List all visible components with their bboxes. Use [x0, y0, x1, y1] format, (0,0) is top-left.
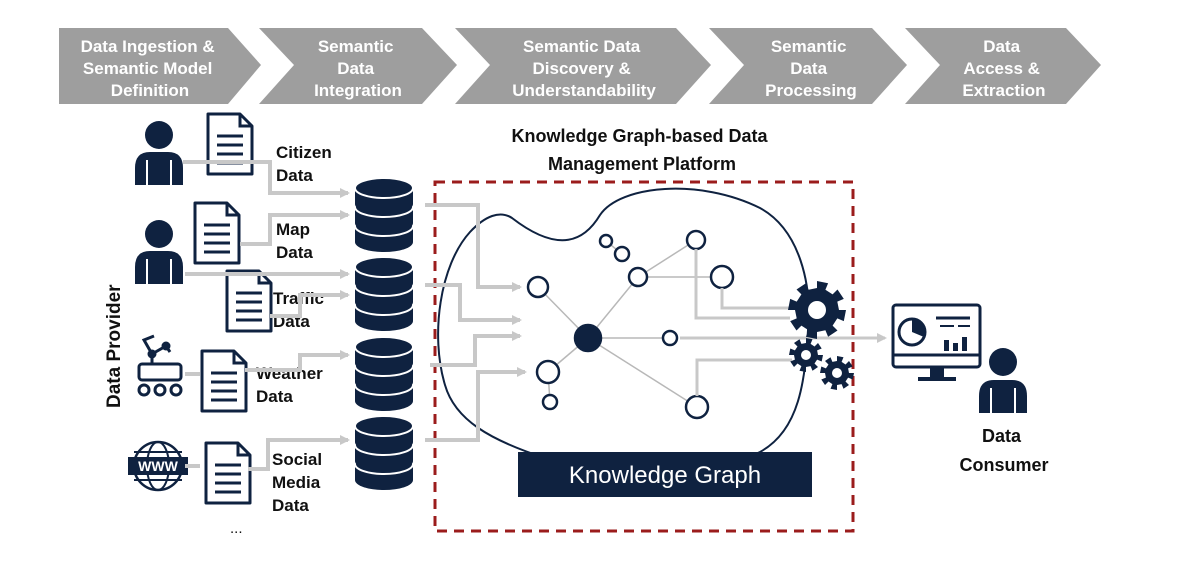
- knowledge-graph-banner: [518, 452, 812, 497]
- knowledge-graph-label: Knowledge Graph: [569, 462, 761, 489]
- stage-chevron-processing: [709, 28, 907, 104]
- source-to-db-arrows: [183, 160, 350, 471]
- knowledge-graph-cloud: [437, 187, 810, 475]
- graph-node: [709, 264, 735, 290]
- graph-node: [661, 329, 679, 347]
- stage-processing-label: Semantic Data Processing: [765, 37, 857, 100]
- gear-icon: [788, 281, 846, 339]
- svg-text:WWW: WWW: [138, 458, 178, 474]
- stage-integration-label: Semantic Data Integration: [314, 37, 402, 100]
- database-icon: [354, 415, 414, 490]
- person-icon: [135, 121, 183, 185]
- db-to-graph-arrows: [425, 203, 527, 442]
- data-provider-label: Data Provider: [104, 284, 125, 408]
- database-icon: [354, 336, 414, 411]
- platform-boundary: [433, 180, 855, 533]
- stage-chevron-access: [905, 28, 1101, 104]
- graph-node: [535, 359, 561, 385]
- www-globe-icon: WWW: [128, 440, 188, 492]
- database-icon: [354, 177, 414, 252]
- platform-title: Knowledge Graph-based Data Management Pl…: [511, 126, 772, 174]
- robot-arm-icon: [137, 334, 183, 397]
- document-icon: [200, 349, 248, 413]
- source-label-map: Map Data: [276, 220, 315, 262]
- document-icon: [193, 201, 241, 265]
- gear-icon: [820, 356, 854, 390]
- stage-chevrons: Data Ingestion & Semantic Model Definiti…: [59, 28, 1101, 104]
- graph-node: [541, 393, 559, 411]
- graph-to-gears-links: [680, 249, 887, 396]
- document-icon: [225, 269, 273, 333]
- dashboard-monitor-icon: [891, 303, 982, 381]
- graph-node: [598, 233, 614, 249]
- stage-chevron-ingestion: [59, 28, 261, 104]
- graph-node: [526, 275, 550, 299]
- database-icon: [354, 256, 414, 331]
- gear-icon: [789, 338, 823, 372]
- document-icon: [206, 112, 254, 176]
- graph-node: [627, 266, 649, 288]
- person-icon: [135, 220, 183, 284]
- stage-chevron-integration: [259, 28, 457, 104]
- graph-node: [684, 394, 710, 420]
- source-label-citizen: Citizen Data: [276, 143, 336, 185]
- graph-node: [613, 245, 631, 263]
- graph-nodes: [526, 229, 735, 420]
- graph-node-hub: [573, 323, 603, 353]
- document-icon: [204, 441, 252, 505]
- source-label-social-media: Social Media Data: [272, 450, 327, 515]
- stage-ingestion-label: Data Ingestion & Semantic Model Definiti…: [81, 37, 220, 100]
- more-sources-ellipsis: ...: [230, 520, 243, 537]
- data-consumer-label: Data Consumer: [959, 426, 1048, 475]
- stage-chevron-discovery: [455, 28, 711, 104]
- stage-access-label: Data Access & Extraction: [962, 37, 1045, 100]
- consumer-person-icon: [979, 348, 1027, 413]
- graph-node: [685, 229, 707, 251]
- stage-discovery-label: Semantic Data Discovery & Understandabil…: [512, 37, 656, 100]
